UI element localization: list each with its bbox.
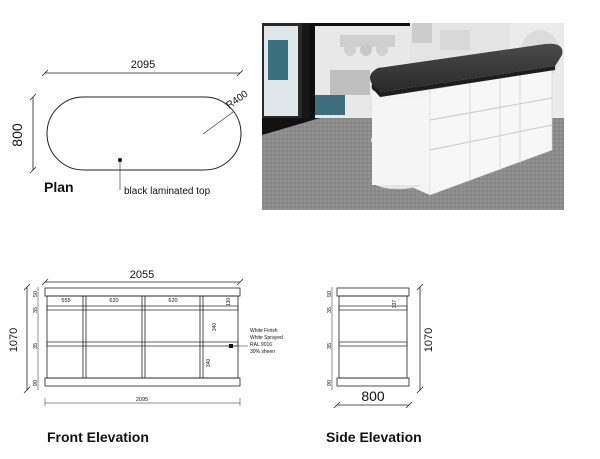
finish-note-4: 30% sheen xyxy=(250,349,275,355)
plan-depth-dim: 800 xyxy=(9,123,25,147)
render-image xyxy=(262,23,564,210)
side-left-dim-4: 90 xyxy=(327,380,333,386)
plan-radius-label: R400 xyxy=(224,88,250,111)
plan-view: 2095 800 R400 black laminated top Plan xyxy=(9,59,251,197)
front-inner-dim-2: 620 xyxy=(109,298,118,304)
front-left-dim-3: 35 xyxy=(33,343,39,349)
front-elevation: 2055 1070 50 35 35 90 555 620 620 130 34… xyxy=(8,269,283,445)
side-inner-dim: 337 xyxy=(392,300,398,309)
side-elevation: 50 35 35 90 337 1070 800 Side Elevation xyxy=(326,283,435,445)
finish-note-3: RAL 9016 xyxy=(250,342,272,348)
front-left-dim-1: 50 xyxy=(33,291,39,297)
front-height-dim: 1070 xyxy=(8,328,20,352)
front-title: Front Elevation xyxy=(47,429,149,445)
front-bottom-dim: 2095 xyxy=(136,397,148,403)
side-height-dim: 1070 xyxy=(423,328,435,352)
side-left-dim-3: 35 xyxy=(327,343,333,349)
finish-note-1: White Finish xyxy=(250,328,278,334)
front-inner-dim-1: 555 xyxy=(61,298,70,304)
plan-title: Plan xyxy=(44,179,74,195)
side-top-slab xyxy=(336,287,410,297)
front-mid-dim-1: 340 xyxy=(212,323,218,332)
finish-note-2: White Sprayed xyxy=(250,335,283,341)
plan-outline xyxy=(46,96,242,171)
front-left-dim-4: 90 xyxy=(33,380,39,386)
front-top-dim: 2055 xyxy=(130,269,154,281)
front-top-slab xyxy=(44,287,241,297)
plan-note: black laminated top xyxy=(124,186,211,197)
side-left-dim-1: 50 xyxy=(327,291,333,297)
front-inner-dim-3: 620 xyxy=(168,298,177,304)
front-right-dim: 130 xyxy=(226,298,232,307)
side-title: Side Elevation xyxy=(326,429,422,445)
front-left-dim-2: 35 xyxy=(33,307,39,313)
side-left-dim-2: 35 xyxy=(327,307,333,313)
plan-width-dim: 2095 xyxy=(131,59,155,71)
side-width-dim: 800 xyxy=(361,388,385,404)
front-mid-dim-2: 340 xyxy=(206,359,212,368)
